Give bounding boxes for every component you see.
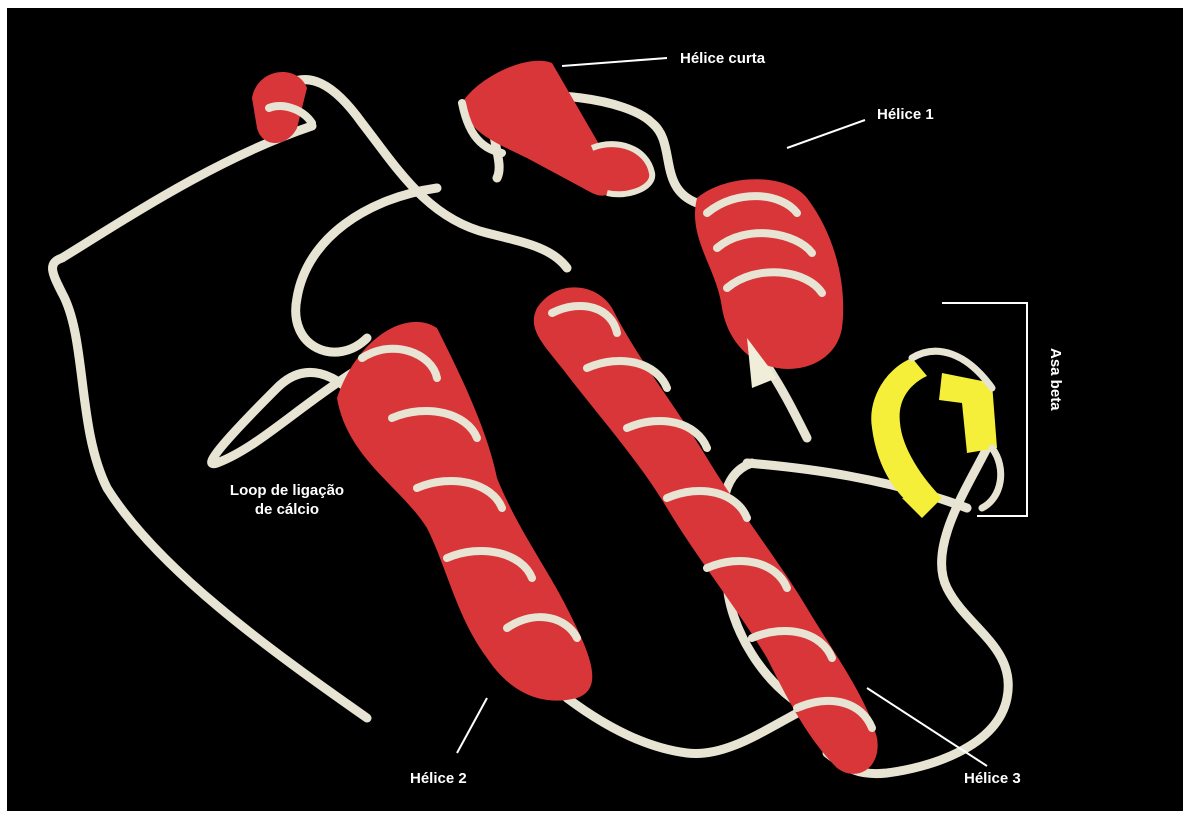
label-helice-2: Hélice 2: [410, 770, 467, 787]
helix-3: [534, 287, 878, 774]
leader-helice-3: [867, 688, 987, 766]
label-loop-line1: Loop de ligação: [192, 481, 382, 500]
label-helice-1: Hélice 1: [877, 106, 934, 123]
short-helix: [462, 61, 652, 196]
beta-wing: [871, 351, 1000, 518]
label-helice-3: Hélice 3: [964, 770, 1021, 787]
coil-left-loop: [53, 126, 367, 718]
coil-bottom-loop: [567, 698, 807, 754]
label-asa-beta: Asa beta: [1047, 348, 1064, 411]
ribbon-diagram: [7, 8, 1183, 811]
protein-structure-panel: Hélice curta Hélice 1 Asa beta Loop de l…: [7, 8, 1183, 811]
label-helice-curta: Hélice curta: [680, 50, 765, 67]
label-loop-calcio: Loop de ligação de cálcio: [192, 481, 382, 519]
helix-1: [695, 179, 843, 388]
leader-helice-1: [787, 120, 865, 148]
coil-calcium-loop: [212, 372, 352, 463]
leader-helice-curta: [562, 58, 667, 66]
leader-helice-2: [457, 698, 487, 753]
label-loop-line2: de cálcio: [192, 500, 382, 519]
